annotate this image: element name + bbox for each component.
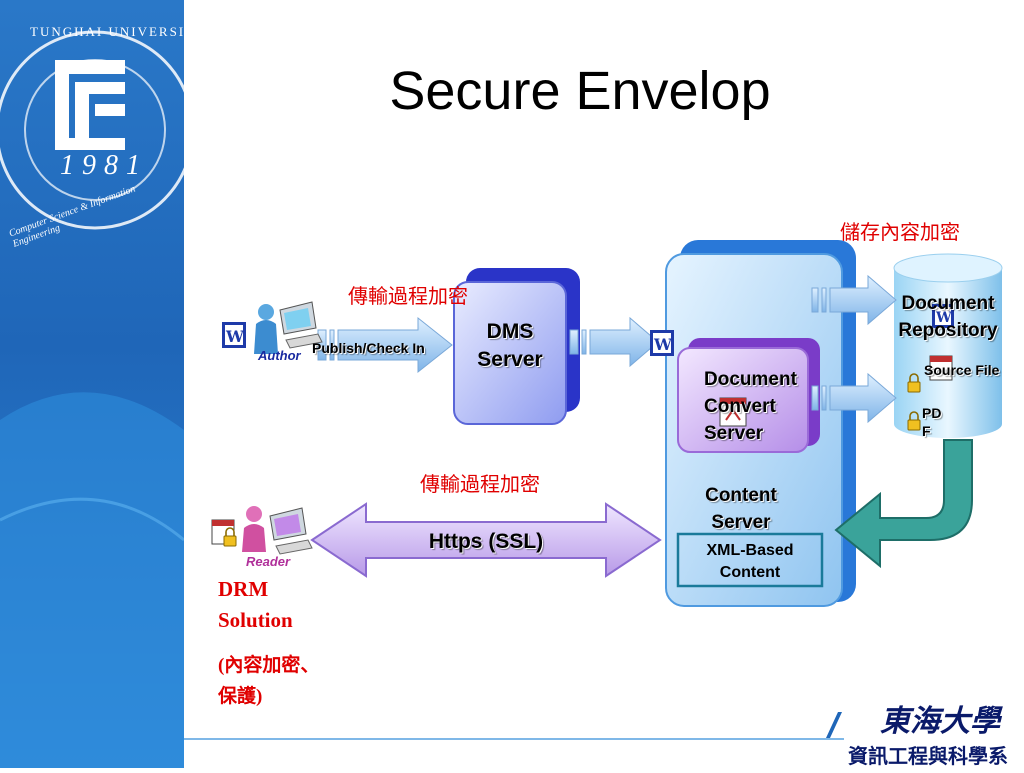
author-person-icon — [254, 304, 278, 354]
drm-solution-label-line2: Solution — [218, 608, 293, 632]
dms-server-label: DMS Server — [454, 318, 566, 374]
transmission-encrypt-label-top: 傳輸過程加密 — [348, 284, 468, 308]
drm-note-label: (內容加密、 保護) — [218, 650, 319, 712]
svg-text:W: W — [935, 310, 952, 326]
drm-solution-label-line1: DRM — [218, 577, 269, 601]
pdf-doc-icon-repo — [929, 355, 953, 381]
page-title: Secure Envelop — [389, 61, 771, 121]
convert-server-label-line2: Convert — [704, 396, 776, 417]
word-doc-icon-content: W — [650, 330, 674, 356]
word-doc-icon-repo: W — [932, 304, 954, 328]
pdf-label-line1: PD — [922, 405, 942, 421]
pdf-label: PD F — [922, 404, 941, 440]
publish-checkin-label: Publish/Check In — [312, 340, 425, 356]
sidebar-band — [0, 0, 195, 768]
word-doc-icon-author: W — [222, 322, 246, 348]
repository-cylinder-top — [893, 253, 1003, 283]
author-label: Author — [258, 348, 301, 363]
convert-server-label-line3: Server — [704, 423, 764, 444]
source-file-label: Source File — [924, 362, 1000, 378]
drm-solution-label: DRM Solution — [218, 574, 293, 636]
drm-note-label-line2: 保護) — [218, 686, 263, 707]
footer-divider — [184, 738, 844, 740]
reader-person-icon — [242, 506, 266, 552]
lock-icon-reader — [223, 527, 237, 547]
xml-content-label-line2: Content — [719, 564, 781, 581]
logo-year: 1981 — [60, 150, 148, 181]
https-ssl-label: Https (SSL) — [428, 530, 544, 553]
lock-icon-pdf — [907, 411, 921, 431]
content-server-label-line2: Server — [711, 512, 771, 533]
https-double-arrow — [310, 502, 662, 578]
storage-encrypt-label: 儲存內容加密 — [840, 220, 960, 244]
dms-server-label-line2: Server — [477, 348, 543, 371]
footer-slash-mark — [826, 712, 842, 738]
xml-content-label: XML-Based Content — [680, 540, 820, 584]
footer-university-name: 東海大學 — [880, 704, 1000, 739]
xml-content-box — [676, 532, 824, 588]
repo-to-content-arrow — [834, 439, 973, 569]
drm-note-label-line1: (內容加密、 — [218, 655, 320, 676]
content-server-label: Content Server — [690, 482, 792, 536]
footer-department-name: 資訊工程與科學系 — [848, 744, 1008, 768]
university-logo — [0, 30, 195, 768]
content-server-label-line1: Content — [705, 485, 777, 506]
publish-arrow — [317, 316, 453, 374]
reader-computer-icon — [269, 507, 313, 555]
logo-university-text: TUNGHAI UNIVERSITY — [30, 24, 207, 39]
reader-label: Reader — [246, 554, 291, 569]
svg-text:W: W — [653, 335, 673, 354]
convert-server-label: Document Convert Server — [704, 366, 797, 447]
document-repository-label-line1: Document — [901, 293, 995, 314]
pdf-label-line2: F — [922, 423, 931, 439]
document-repository-label: Document Repository — [888, 290, 1008, 344]
document-repository-label-line2: Repository — [898, 320, 998, 341]
repository-cylinder — [894, 268, 1002, 438]
convert-server-label-line1: Document — [704, 369, 797, 390]
author-computer-icon — [279, 301, 323, 349]
dms-server-label-line1: DMS — [486, 320, 534, 343]
dms-to-content-arrow — [569, 316, 659, 368]
xml-content-label-line1: XML-Based — [706, 542, 794, 559]
content-to-repo-arrow-top — [811, 274, 897, 326]
svg-text:W: W — [225, 327, 245, 346]
lock-icon-source — [907, 373, 921, 393]
convert-to-repo-arrow — [811, 372, 897, 424]
dms-server-box — [453, 281, 567, 425]
transmission-encrypt-label-bottom: 傳輸過程加密 — [420, 472, 540, 496]
pdf-doc-icon-convert — [719, 397, 747, 427]
